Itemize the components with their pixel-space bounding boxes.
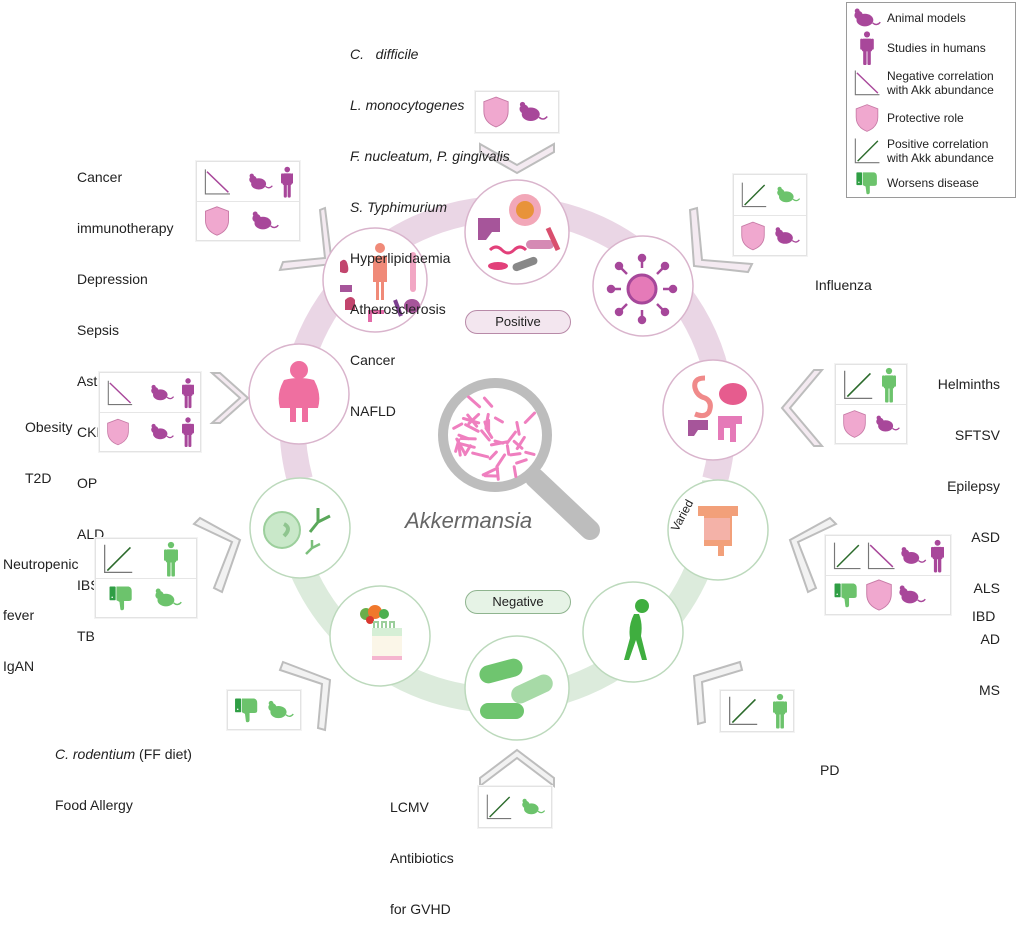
mouse-icon [150, 422, 174, 442]
human-icon [182, 375, 194, 411]
positive-correlation-icon [727, 695, 759, 727]
node-diet [330, 586, 430, 686]
legend-item-positive-correlation: Positive correlation with Akk abundance [853, 137, 994, 165]
negative-correlation-icon [106, 377, 134, 409]
legend-item-animal: Animal models [853, 7, 966, 29]
akkermansia-diagram: Akkermansia Positive Negative Varied Ani… [0, 0, 1024, 829]
evidence-box-lower-left [95, 538, 197, 618]
positive-correlation-icon [853, 137, 881, 165]
legend-item-human: Studies in humans [853, 31, 986, 65]
evidence-box-lower-right [825, 535, 951, 615]
positive-correlation-icon [832, 539, 862, 573]
shield-icon [853, 103, 881, 133]
label-bottom: LCMV Antibiotics for GVHD [390, 765, 454, 952]
negative-pill: Negative [465, 590, 571, 614]
label-top-right: Influenza [815, 243, 872, 328]
evidence-box-top-right [733, 174, 807, 256]
thumbs-down-icon [234, 697, 259, 723]
label-bottom-right: PD [820, 728, 839, 813]
human-icon [882, 367, 896, 403]
evidence-box-right [835, 364, 907, 444]
label-lower-right: IBD [972, 574, 995, 659]
mouse-icon [248, 172, 273, 192]
thumbs-down-icon [832, 582, 860, 608]
mouse-icon [154, 588, 182, 608]
shield-icon [740, 219, 766, 253]
mouse-icon [150, 383, 174, 403]
bacterium-mark [497, 469, 498, 479]
legend: Animal models Studies in humans Negative… [846, 2, 1016, 198]
thumbs-down-icon [853, 171, 881, 195]
label-bottom-left: C. rodentium (FF diet) Food Allergy [55, 712, 192, 848]
human-icon [182, 414, 194, 450]
legend-item-negative-correlation: Negative correlation with Akk abundance [853, 69, 994, 97]
positive-correlation-icon [842, 369, 874, 401]
evidence-box-bottom-right [720, 690, 794, 732]
human-icon [853, 31, 881, 65]
evidence-box-top-left [196, 161, 300, 241]
node-obesity [249, 344, 349, 444]
shield-icon [864, 578, 894, 612]
mouse-icon [875, 414, 900, 434]
mouse-icon [774, 226, 800, 246]
bacterium-mark [514, 467, 516, 477]
mouse-icon [267, 700, 294, 720]
positive-correlation-icon [485, 791, 513, 823]
negative-correlation-icon [853, 69, 881, 97]
node-immune [250, 478, 350, 578]
label-lower-left: Neutropenic fever IgAN [3, 522, 79, 709]
node-virus [593, 236, 693, 336]
shield-icon [203, 205, 231, 237]
label-top: C. difficile L. monocytogenes F. nucleat… [350, 12, 510, 454]
human-icon [773, 693, 787, 729]
negative-correlation-icon [866, 539, 896, 573]
thumbs-down-icon [108, 585, 134, 611]
mouse-icon [776, 185, 800, 205]
negative-correlation-icon [203, 165, 232, 199]
evidence-box-top [475, 91, 559, 133]
shield-icon [842, 408, 867, 440]
evidence-box-bottom [478, 786, 552, 828]
positive-correlation-icon [740, 178, 768, 212]
node-antibiotics [465, 636, 569, 740]
mouse-icon [900, 546, 926, 566]
node-parkinson [583, 582, 683, 682]
evidence-box-bottom-left [227, 690, 301, 730]
mouse-icon [898, 585, 926, 605]
shield-icon [482, 95, 510, 129]
human-icon [281, 164, 293, 200]
mouse-icon [518, 101, 548, 123]
bacterium-mark [511, 454, 520, 455]
bacterium-mark [526, 452, 534, 454]
evidence-box-left [99, 372, 201, 452]
legend-item-protective: Protective role [853, 103, 964, 133]
node-intestine [668, 480, 768, 580]
human-icon [164, 541, 178, 577]
mouse-icon [251, 211, 279, 231]
human-icon [931, 538, 944, 574]
legend-item-worsens: Worsens disease [853, 171, 979, 195]
label-left: Obesity T2D [25, 385, 72, 521]
mouse-icon [521, 797, 545, 817]
node-neuro [663, 360, 763, 460]
shield-icon [106, 416, 130, 448]
mouse-icon [853, 7, 881, 29]
center-title: Akkermansia [405, 508, 532, 534]
positive-correlation-icon [102, 543, 134, 575]
